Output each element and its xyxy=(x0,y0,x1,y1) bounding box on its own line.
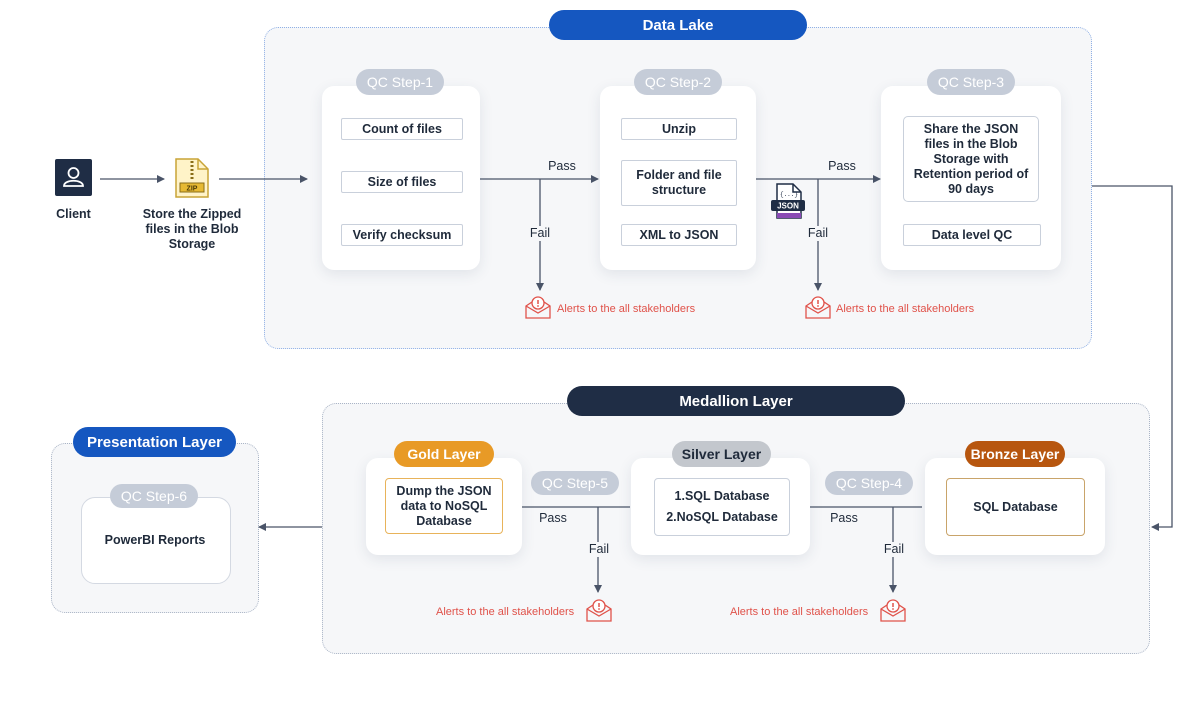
qc-step-1-tag: QC Step-1 xyxy=(356,69,444,95)
xml-to-json-box: XML to JSON xyxy=(621,224,737,246)
qc-step-2-tag: QC Step-2 xyxy=(634,69,722,95)
pass-label-5: Pass xyxy=(539,511,567,525)
fail-label-1: Fail xyxy=(520,226,560,241)
fail-label-4: Fail xyxy=(874,542,914,557)
medallion-layer-title: Medallion Layer xyxy=(567,386,905,416)
pass-label-4: Pass xyxy=(830,511,858,525)
powerbi-reports-label: PowerBI Reports xyxy=(104,533,206,547)
folder-file-structure-box: Folder and file structure xyxy=(621,160,737,206)
alert-mail-icon-4 xyxy=(879,597,907,623)
presentation-layer-title: Presentation Layer xyxy=(73,427,236,457)
share-json-files-box: Share the JSON files in the Blob Storage… xyxy=(903,116,1039,202)
qc-step-5-tag: QC Step-5 xyxy=(531,471,619,495)
qc-step-3-tag: QC Step-3 xyxy=(927,69,1015,95)
client-icon xyxy=(55,159,92,196)
unzip-box: Unzip xyxy=(621,118,737,140)
qc-step-6-tag: QC Step-6 xyxy=(110,484,198,508)
alert-text-1: Alerts to the all stakeholders xyxy=(557,303,696,315)
fail-label-2: Fail xyxy=(798,226,838,241)
verify-checksum-box: Verify checksum xyxy=(341,224,463,246)
fail-label-5: Fail xyxy=(579,542,619,557)
gold-layer-tag: Gold Layer xyxy=(394,441,494,467)
data-level-qc-box: Data level QC xyxy=(903,224,1041,246)
data-lake-title: Data Lake xyxy=(549,10,807,40)
svg-text:{...}: {...} xyxy=(780,191,798,198)
silver-layer-tag: Silver Layer xyxy=(672,441,771,467)
silver-item-sql: 1.SQL Database xyxy=(674,489,770,503)
qc-step-4-tag: QC Step-4 xyxy=(825,471,913,495)
silver-item-nosql: 2.NoSQL Database xyxy=(666,510,778,524)
alert-text-2: Alerts to the all stakeholders xyxy=(836,303,975,315)
json-file-icon: {...} JSON xyxy=(770,183,806,219)
client-label: Client xyxy=(56,207,91,221)
store-zipped-files-label: Store the Zipped files in the Blob Stora… xyxy=(142,207,242,251)
pass-label-1: Pass xyxy=(548,159,576,173)
size-of-files-box: Size of files xyxy=(341,171,463,193)
alert-text-5: Alerts to the all stakeholders xyxy=(436,606,575,618)
alert-text-4: Alerts to the all stakeholders xyxy=(730,606,869,618)
alert-mail-icon-2 xyxy=(804,294,832,320)
gold-dump-json-box: Dump the JSON data to NoSQL Database xyxy=(385,478,503,534)
bronze-layer-tag: Bronze Layer xyxy=(965,441,1065,467)
silver-databases-box: 1.SQL Database 2.NoSQL Database xyxy=(654,478,790,536)
arrow-lake-to-bronze xyxy=(1092,185,1173,531)
alert-mail-icon-5 xyxy=(585,597,613,623)
zip-file-text: ZIP xyxy=(187,186,198,193)
bronze-sql-database-box: SQL Database xyxy=(946,478,1085,536)
json-file-text: JSON xyxy=(777,202,799,211)
zip-file-icon: ZIP xyxy=(174,157,210,199)
alert-mail-icon-1 xyxy=(524,294,552,320)
pass-label-2: Pass xyxy=(828,159,856,173)
count-of-files-box: Count of files xyxy=(341,118,463,140)
